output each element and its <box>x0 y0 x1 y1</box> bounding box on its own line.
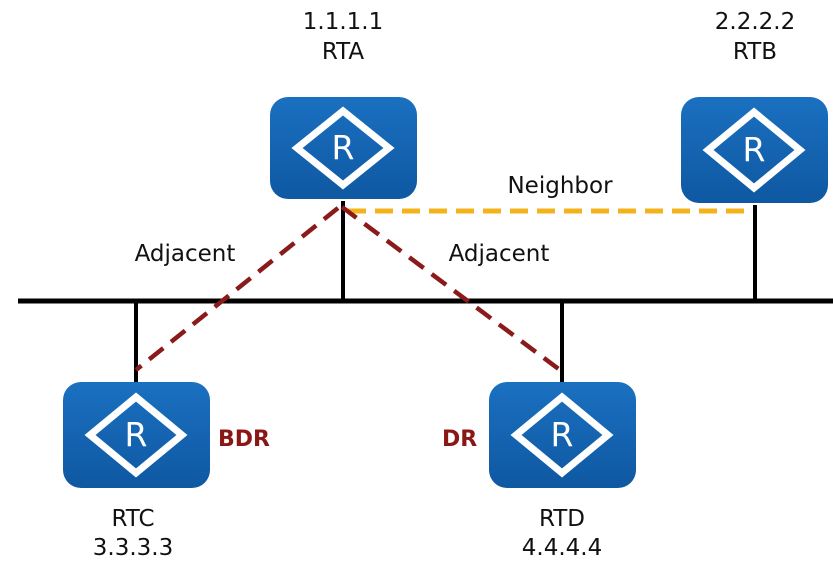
adjacent-link-rta-rtd <box>340 205 562 372</box>
rtc-ip-label: 3.3.3.3 <box>92 535 174 561</box>
svg-text:R: R <box>551 415 574 454</box>
router-rtd-icon: R <box>489 382 636 488</box>
adjacent-right-label: Adjacent <box>448 241 550 267</box>
rtd-name-label: RTD <box>538 506 586 532</box>
rta-ip-label: 1.1.1.1 <box>302 9 384 35</box>
router-rtc-icon: R <box>63 382 210 488</box>
rtb-ip-label: 2.2.2.2 <box>714 9 796 35</box>
adjacent-link-rta-rtc <box>134 206 340 372</box>
svg-text:R: R <box>332 128 355 167</box>
svg-text:R: R <box>125 415 148 454</box>
adjacent-left-label: Adjacent <box>134 241 236 267</box>
router-rtb-icon: R <box>681 97 828 203</box>
rta-name-label: RTA <box>321 39 365 65</box>
neighbor-link-label: Neighbor <box>507 173 613 199</box>
router-rta-icon: R <box>270 97 417 199</box>
dr-role-label: DR <box>442 427 478 452</box>
rtb-name-label: RTB <box>732 39 778 65</box>
rtc-name-label: RTC <box>111 506 155 532</box>
rtd-ip-label: 4.4.4.4 <box>521 535 603 561</box>
svg-text:R: R <box>743 130 766 169</box>
bdr-role-label: BDR <box>218 427 270 452</box>
